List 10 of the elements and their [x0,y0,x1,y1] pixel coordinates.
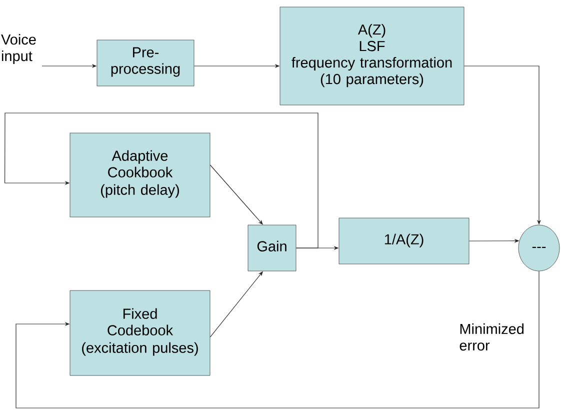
process-box: Pre-processing [96,40,194,86]
process-box: Adaptive Cookbook (pitch delay) [70,132,210,218]
process-box: A(Z) LSF frequency transformation (10 parameters) [280,6,464,106]
process-box: Fixed Codebook (excitation pulses) [70,290,210,376]
input-label: Voice input [1,34,36,64]
process-box: 1/A(Z) [338,218,470,264]
process-box: Gain [248,224,296,272]
note-label: Minimized error [460,323,524,351]
arrow [4,112,318,248]
arrow [16,270,540,408]
